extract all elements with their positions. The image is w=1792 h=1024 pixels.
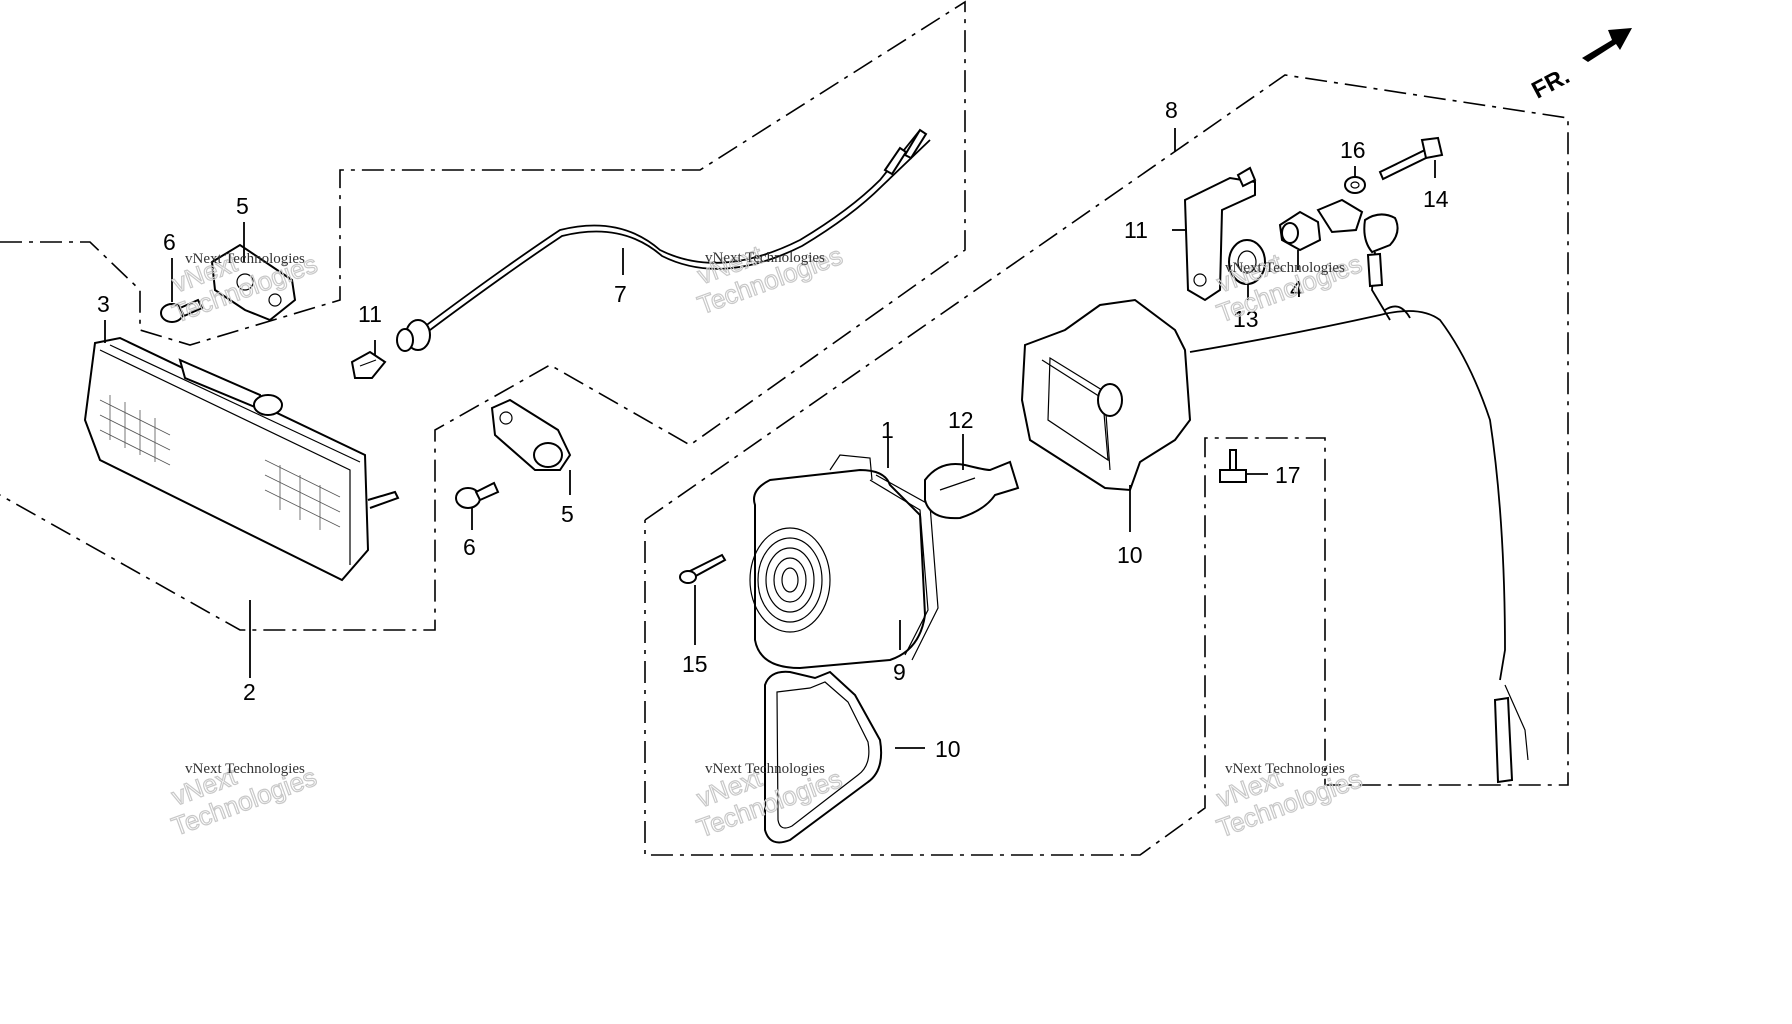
part-label-5-lower: 5 [561,501,574,527]
part-label-19: 17 [1275,462,1301,488]
front-direction-label: FR. [1527,62,1574,104]
gasket-part-9 [869,474,939,661]
pin-part-6-upper [160,298,204,323]
bolt-part-16 [1378,136,1444,181]
leader-lines [104,128,1436,749]
part-label-15: 13 [1233,306,1259,332]
part-label-1: 1 [881,417,894,443]
part-label-8: 8 [1165,97,1178,123]
part-label-4: 4 [1290,276,1303,302]
svg-text:vNext Technologies: vNext Technologies [705,761,825,777]
watermark-4: vNext Technologies vNext Technologies [167,760,321,842]
part-label-5-upper: 5 [236,193,249,219]
part-label-12: 10 [935,736,961,762]
watermark-3: vNext Technologies vNext Technologies [1212,247,1366,329]
pin-part-6-lower [455,481,500,509]
part-label-10: 10 [1117,542,1143,568]
part-label-9: 9 [893,659,906,685]
part-label-13: 11 [358,301,382,327]
bracket-part-11 [1183,166,1257,302]
bulb-part-13 [350,350,387,379]
watermark-2: vNext Technologies vNext Technologies [693,238,847,320]
gasket-part-12 [764,670,883,844]
svg-text:vNext Technologies: vNext Technologies [185,251,305,267]
part-label-11: 11 [1124,217,1148,243]
headlight-part-3 [83,336,400,582]
watermark-6: vNext Technologies vNext Technologies [1212,761,1366,844]
part-labels: 3 2 5 6 5 6 7 11 8 1 12 9 10 11 13 4 16 … [97,97,1449,762]
part-label-17: 15 [682,651,708,677]
svg-text:vNext Technologies: vNext Technologies [1225,260,1345,276]
tail-housing-part-10 [1020,298,1529,784]
watermark-1: vNext Technologies vNext Technologies [168,247,322,329]
part-label-14: 12 [948,407,974,433]
wire-harness-part-7 [396,128,931,352]
tail-lens-part-1 [749,454,927,670]
washer-part-18 [1344,176,1366,194]
svg-text:vNext Technologies: vNext Technologies [705,250,825,266]
part-label-6-lower: 6 [463,534,476,560]
front-direction-indicator: FR. [1527,28,1632,104]
part-label-6-upper: 6 [163,229,176,255]
part-label-2: 2 [243,679,256,705]
part-label-18: 16 [1340,137,1366,163]
part-label-16: 14 [1423,186,1449,212]
part-label-7: 7 [614,281,627,307]
socket-part-4 [1278,210,1322,252]
grommet-part-15 [1228,239,1266,285]
svg-text:vNext Technologies: vNext Technologies [1225,761,1345,777]
bracket-part-5-upper [210,243,297,322]
part-label-3: 3 [97,291,110,317]
bracket-part-5-lower [490,398,572,471]
assembly-outlines [0,0,1569,856]
bulb-part-14 [924,460,1020,520]
front-arrow-icon [1582,28,1632,62]
screw-part-17 [679,553,727,584]
connector-part-16-area [1316,198,1399,321]
bolt-part-19 [1219,449,1247,483]
svg-text:vNext Technologies: vNext Technologies [185,761,305,777]
